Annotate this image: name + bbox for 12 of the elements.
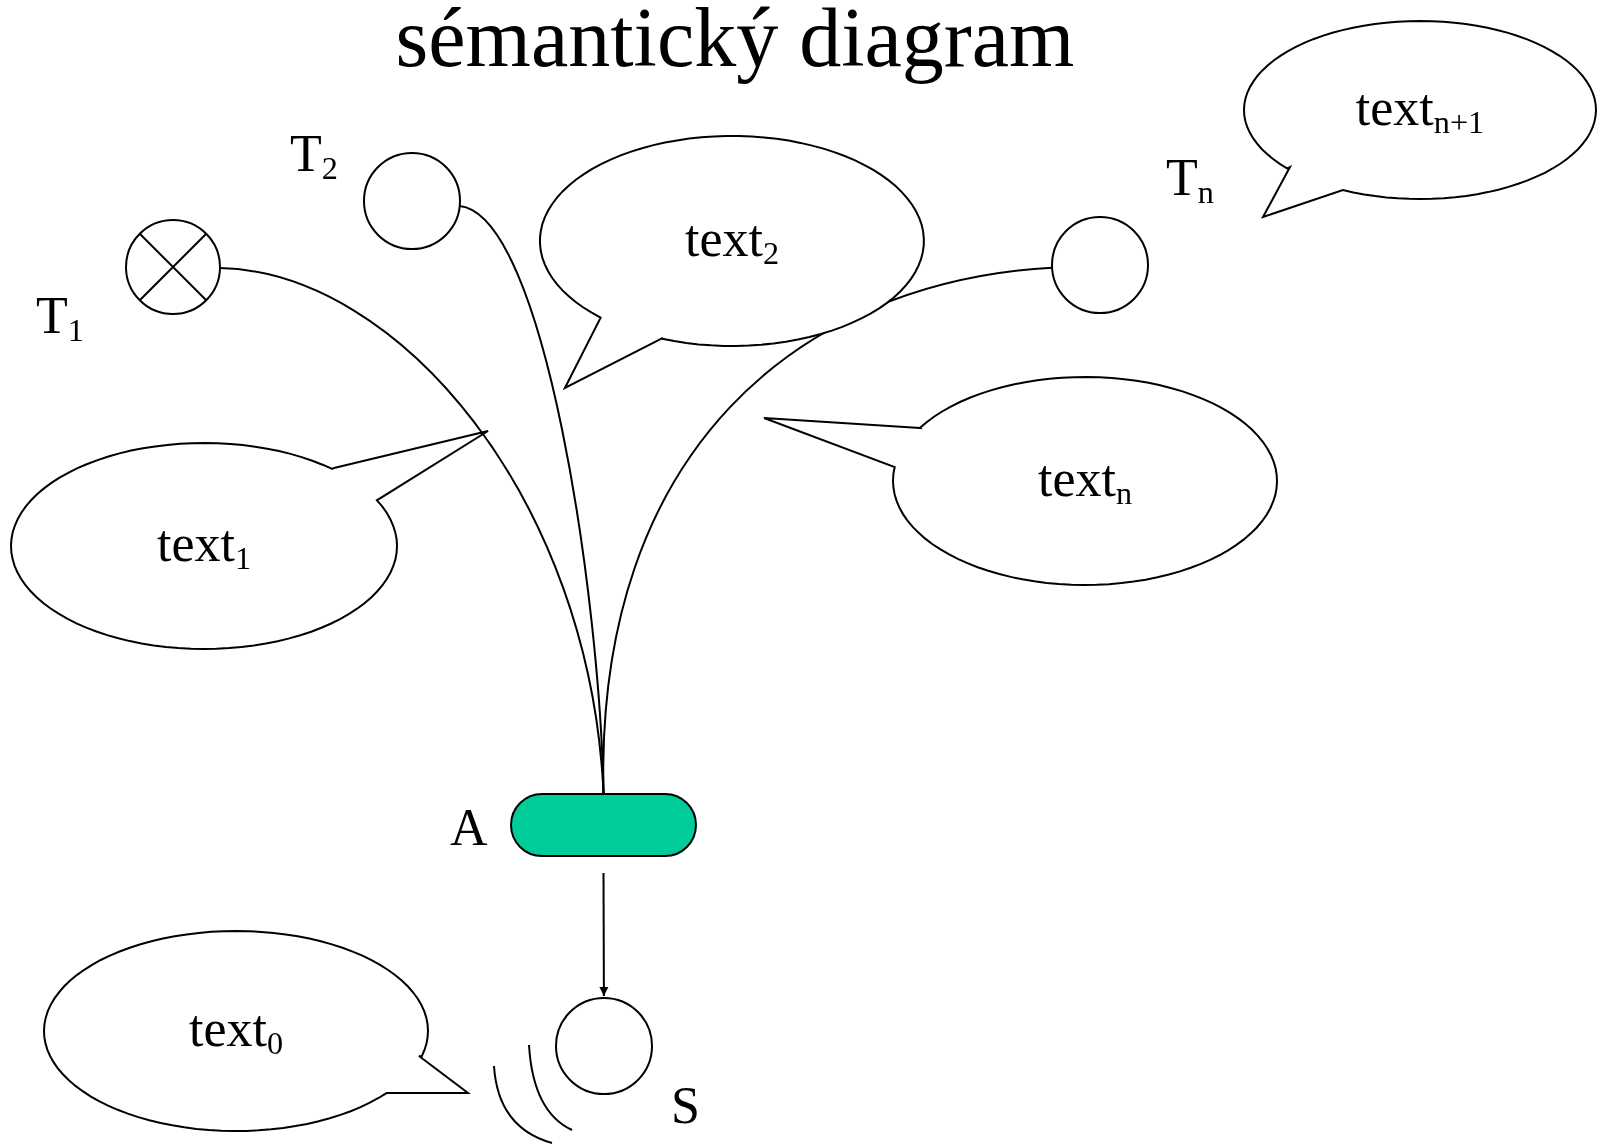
arrow [599, 872, 609, 997]
bubble-text: text$_{0}$ [188, 1002, 284, 1060]
bubble-text: text$_{1}$ [156, 517, 252, 575]
bubble-text: text$_{n}$ [1037, 452, 1133, 510]
node-label: T$_{n}$ [1166, 152, 1214, 209]
node-label: A [450, 802, 488, 854]
node-label: S [671, 1080, 700, 1132]
node-label: T$_{1}$ [36, 290, 84, 347]
diagram-title: sémantický diagram [394, 0, 1076, 83]
bubble-text: text$_{n+1}$ [1355, 81, 1485, 139]
bubble-text: text$_{2}$ [684, 212, 780, 270]
node-label: T$_{2}$ [290, 128, 338, 185]
